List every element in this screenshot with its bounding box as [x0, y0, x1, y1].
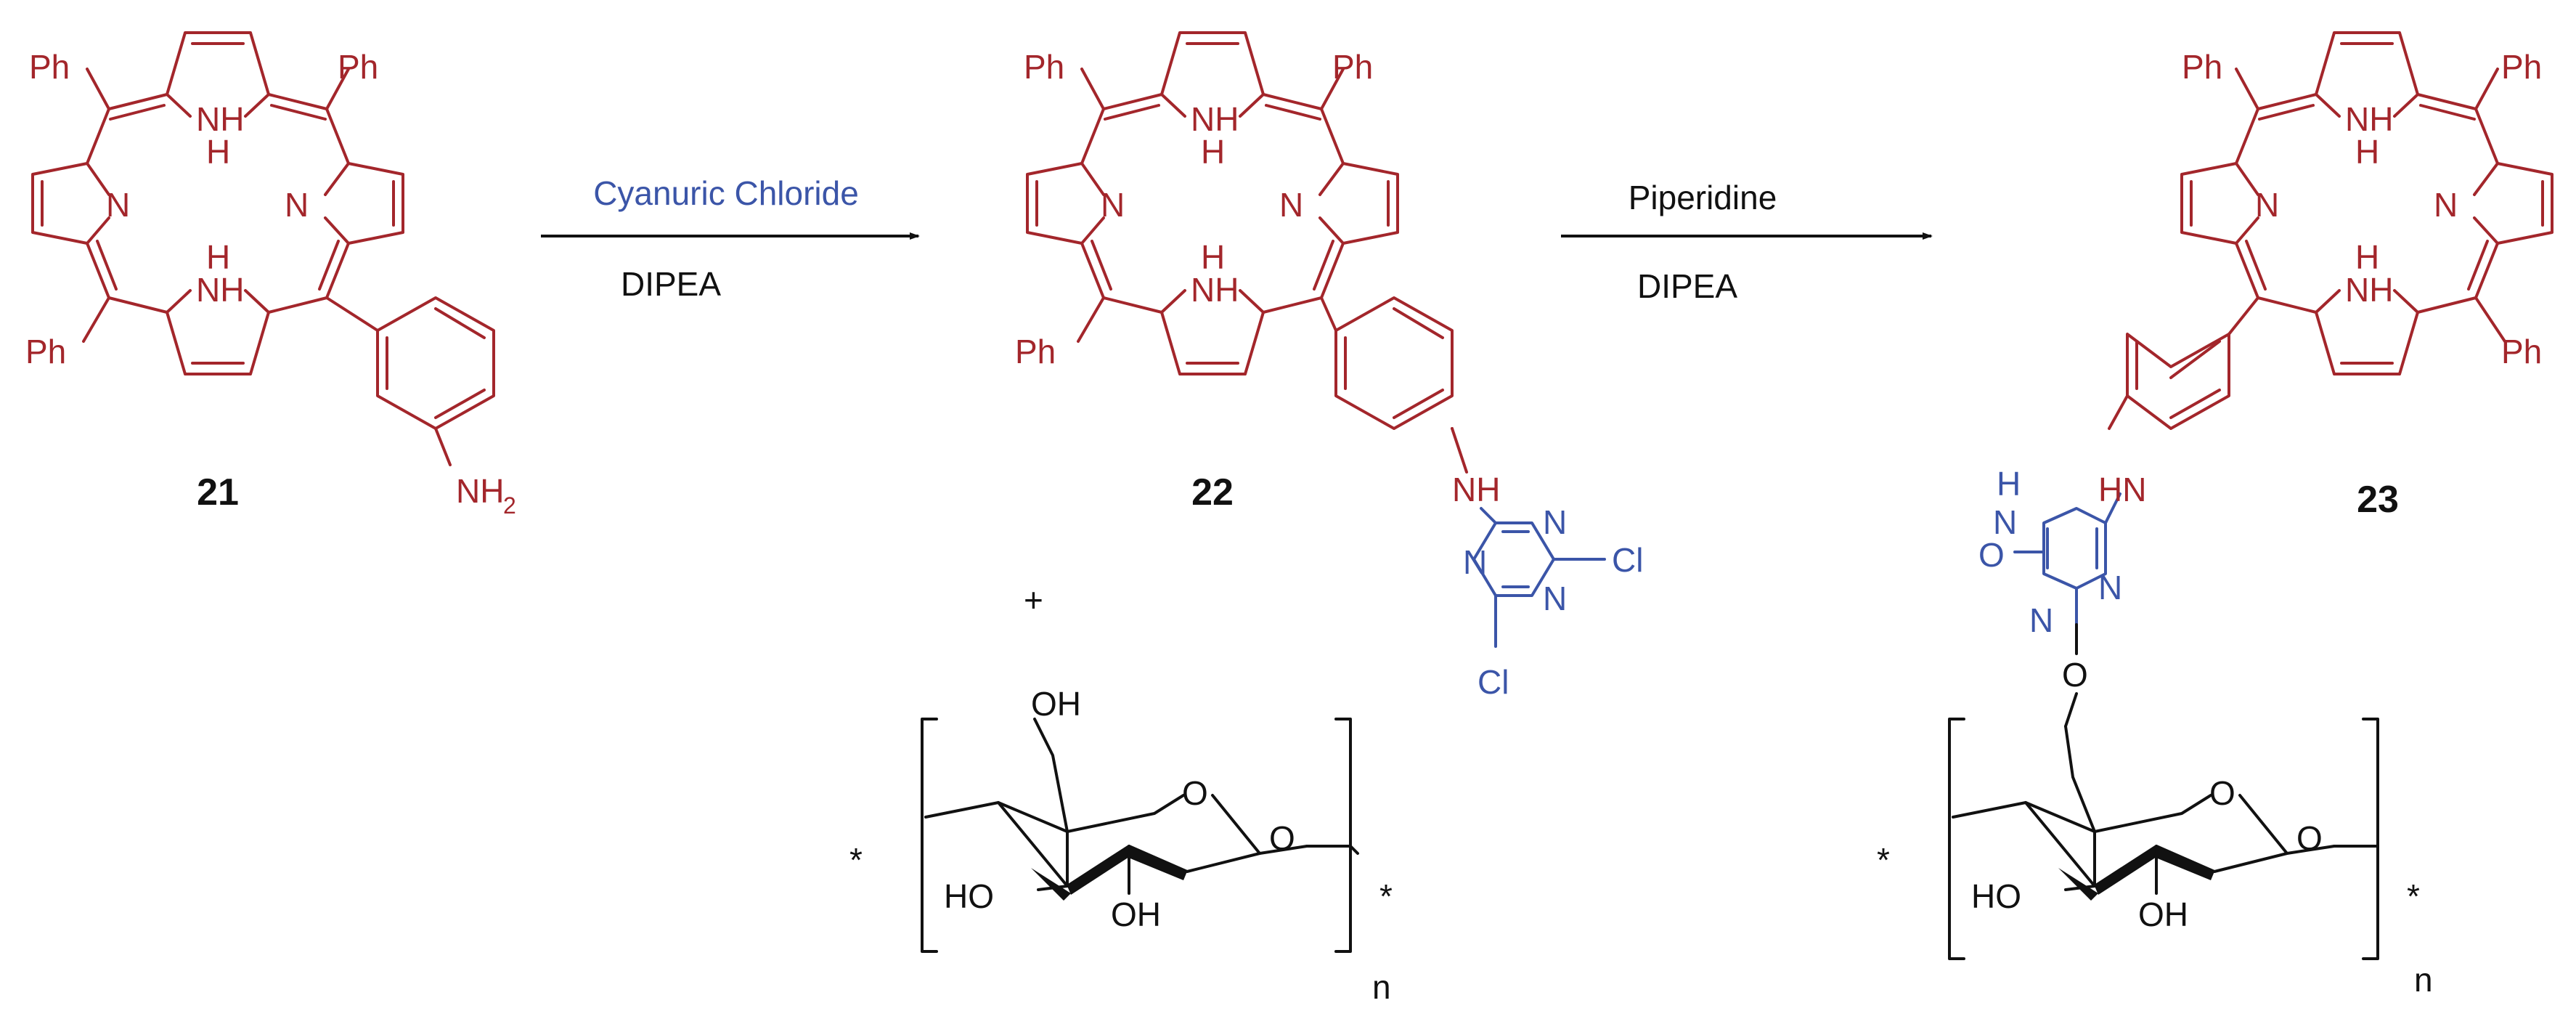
reagent-piperidine: Piperidine [1629, 179, 1777, 216]
n-label: N [285, 186, 309, 224]
ho-label: HO [1971, 877, 2021, 915]
nh-label: NH [2345, 271, 2393, 309]
ph-label: Ph [2182, 48, 2222, 86]
cl-label: Cl [1612, 541, 1643, 579]
h-label: H [206, 238, 230, 276]
n-label: N [1101, 186, 1125, 224]
n-label: N [2255, 186, 2279, 224]
triazine-23-bonds [2013, 492, 2121, 626]
compound-number-21: 21 [197, 471, 239, 513]
ph-label: Ph [1015, 333, 1056, 370]
wedge-bond [1031, 868, 1071, 901]
h-label: H [1201, 238, 1225, 276]
wedge-bond [1127, 846, 1187, 880]
ph-label: Ph [1024, 48, 1064, 86]
cl-label: Cl [1477, 663, 1509, 701]
n-label: N [1463, 543, 1487, 581]
h-label: H [1997, 465, 2021, 503]
h-label: H [1201, 133, 1225, 171]
compound-21: Ph Ph Ph NH H N N H NH NH 2 21 [25, 31, 516, 519]
triazine-22-bonds [1472, 507, 1606, 648]
porphyrin-21-bonds [31, 31, 495, 466]
compound-number-22: 22 [1191, 471, 1234, 513]
nh-label: NH [2345, 100, 2393, 138]
ho-label: HO [944, 877, 994, 915]
n-label: N [1543, 580, 1567, 617]
h-label: H [2355, 238, 2379, 276]
nh2-subscript: 2 [503, 492, 516, 519]
hn-label: HN [2098, 471, 2146, 508]
reagent-dipea: DIPEA [1637, 267, 1737, 305]
o-label: O [2296, 819, 2323, 857]
nh-label: NH [1191, 271, 1239, 309]
n-label: N [106, 186, 130, 224]
plus-sign: + [1024, 581, 1043, 619]
nh-label: NH [196, 100, 244, 138]
oh-label: OH [1031, 685, 1081, 723]
wedge-bond [2095, 846, 2156, 895]
porphyrin-22-bonds [1026, 31, 1468, 474]
star-label: * [1379, 877, 1393, 915]
reaction-arrow-1: Cyanuric Chloride DIPEA [541, 174, 920, 303]
nh-label: NH [1191, 100, 1239, 138]
cellulose-product: O O HO OH * * n [1877, 718, 2433, 999]
o-label: O [2062, 656, 2088, 694]
nh-label: NH [196, 271, 244, 309]
oh-label: OH [1111, 896, 1161, 933]
ph-label: Ph [29, 48, 70, 86]
porphyrin-23-bonds [2108, 31, 2553, 430]
star-label: * [849, 841, 863, 879]
n-label: N [1993, 503, 2017, 541]
n-label: N [2029, 601, 2053, 639]
wedge-bond [2058, 868, 2098, 901]
ph-label: Ph [2501, 333, 2542, 370]
oh-label: OH [2138, 896, 2188, 933]
ph-label: Ph [338, 48, 378, 86]
wedge-bond [2154, 846, 2214, 880]
reaction-arrow-2: Piperidine DIPEA [1561, 179, 1933, 305]
ph-label: Ph [25, 333, 66, 370]
h-label: H [206, 133, 230, 171]
o-label: O [1978, 536, 2005, 574]
compound-22: Ph Ph Ph NH H N N H NH NH N N N Cl Cl 22 [1015, 31, 1643, 701]
reagent-dipea: DIPEA [621, 265, 721, 303]
o-label: O [1182, 774, 1208, 812]
ph-label: Ph [2501, 48, 2542, 86]
reagent-cyanuric-chloride: Cyanuric Chloride [593, 174, 859, 212]
star-label: * [1877, 841, 1890, 879]
o-label: O [2209, 774, 2235, 812]
compound-23: Ph Ph Ph NH H N N H NH HN H N O N N O 23 [1978, 31, 2553, 728]
repeat-n-label: n [1372, 968, 1391, 1006]
o-label: O [1269, 819, 1295, 857]
nh2-label: NH [456, 472, 504, 510]
n-label: N [1543, 503, 1567, 541]
wedge-bond [1067, 846, 1129, 895]
n-label: N [1279, 186, 1303, 224]
cellulose-reactant: OH O O HO OH * * n [849, 685, 1393, 1006]
n-label: N [2434, 186, 2458, 224]
ph-label: Ph [1332, 48, 1373, 86]
n-label: N [2098, 569, 2122, 606]
compound-number-23: 23 [2357, 479, 2399, 521]
repeat-n-label: n [2414, 961, 2433, 999]
nh-label: NH [1452, 471, 1500, 508]
star-label: * [2407, 877, 2420, 915]
ether-link-23 [2064, 623, 2078, 728]
h-label: H [2355, 133, 2379, 171]
